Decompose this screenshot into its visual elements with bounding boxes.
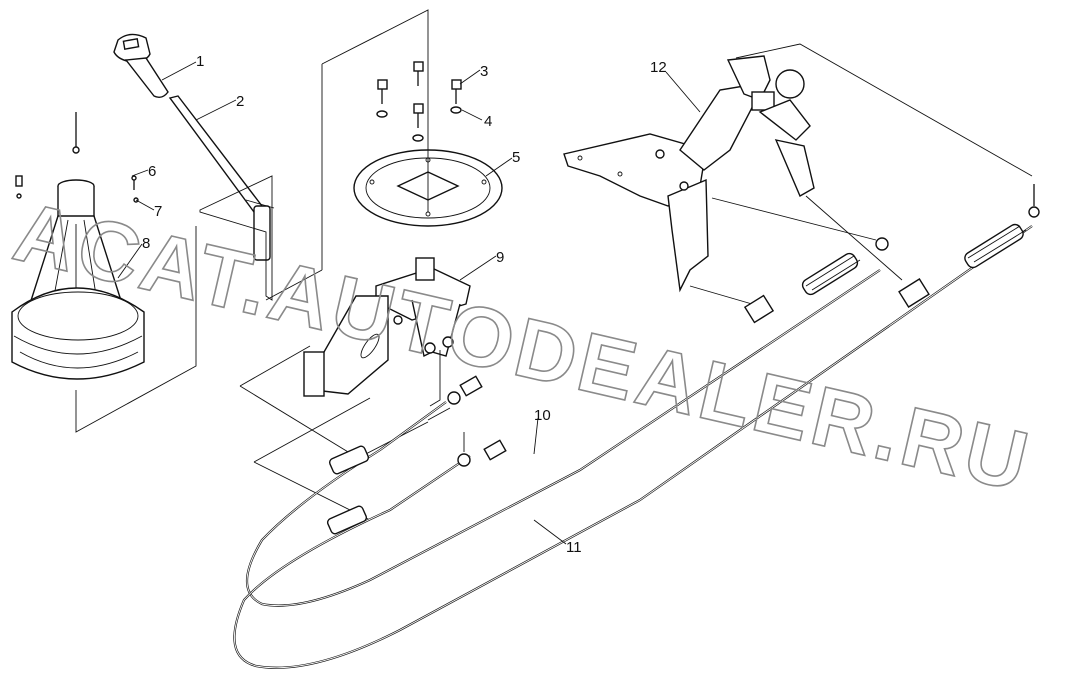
callout-leaders — [117, 61, 701, 545]
callout-2: 2 — [236, 93, 244, 110]
part-shift-boot — [11, 112, 145, 380]
callout-labels: 1 2 3 4 5 6 7 8 9 10 11 12 — [142, 53, 667, 556]
callout-12: 12 — [650, 59, 667, 76]
watermark: ACAT.AUTODEALER.RU — [6, 184, 1040, 509]
cable-end-fittings — [326, 375, 507, 535]
callout-6: 6 — [148, 163, 156, 180]
callout-10: 10 — [534, 407, 551, 424]
part-bolts — [376, 61, 462, 142]
callout-9: 9 — [496, 249, 504, 266]
callout-11: 11 — [566, 539, 582, 556]
part-gearbox-bracket — [563, 55, 815, 293]
callout-4: 4 — [484, 113, 492, 130]
part-shift-knob — [113, 33, 169, 99]
cable-11 — [233, 184, 1040, 669]
callout-5: 5 — [512, 149, 520, 166]
callout-3: 3 — [480, 63, 488, 80]
callout-7: 7 — [154, 203, 162, 220]
cable-10 — [245, 237, 889, 607]
lever-plate-outline — [199, 175, 273, 301]
callout-1: 1 — [196, 53, 204, 70]
callout-8: 8 — [142, 235, 150, 252]
part-shift-lever — [168, 95, 275, 261]
part-shift-bracket — [303, 257, 471, 397]
